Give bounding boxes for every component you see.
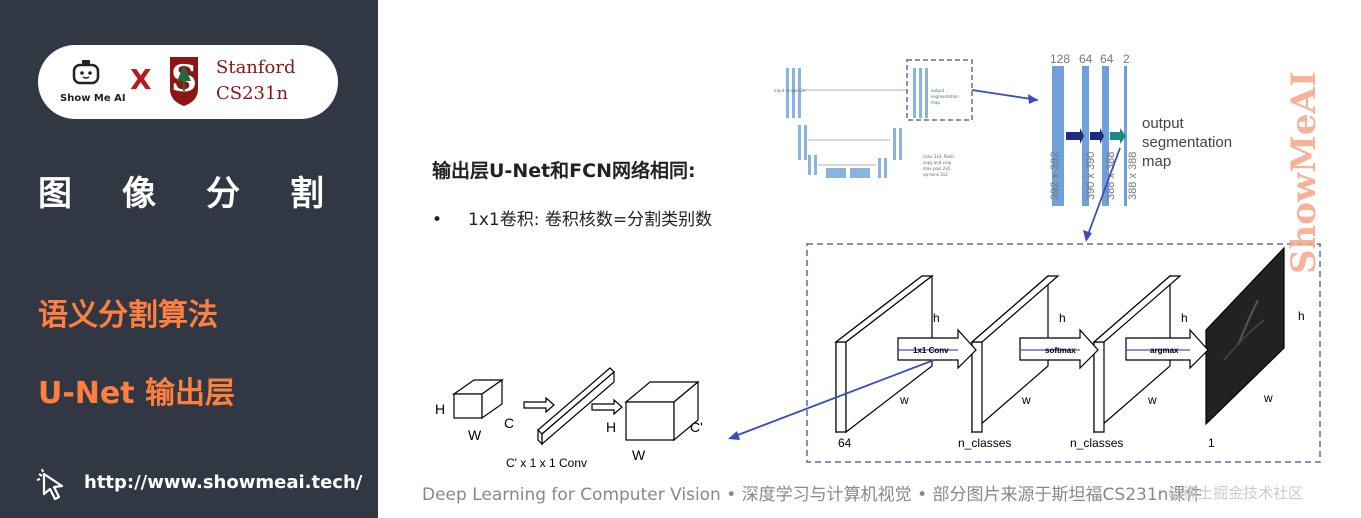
sidebar: Show Me AI X S Stanford CS231n 图像分割 语义分割…	[0, 0, 378, 518]
svg-text:conv 3x3, ReLU: conv 3x3, ReLU	[923, 154, 954, 159]
section-title: 语义分割算法	[38, 298, 218, 333]
kernel-label: C' x 1 x 1 Conv	[506, 456, 587, 470]
h-label-3: h	[1181, 311, 1188, 325]
svg-text:segmentation: segmentation	[931, 94, 959, 99]
channel-label-128: 128	[1050, 52, 1070, 66]
output-H-label: H	[606, 419, 616, 435]
size-label-1: 392 x 392	[1049, 152, 1061, 200]
svg-text:map: map	[931, 100, 940, 105]
svg-text:output: output	[931, 88, 945, 93]
depth-label-64: 64	[838, 436, 852, 450]
logo-card[interactable]: Show Me AI X S Stanford CS231n	[38, 45, 338, 119]
page-title: 图像分割	[38, 174, 374, 214]
stanford-label: Stanford	[216, 57, 296, 78]
output-C-label: C'	[690, 419, 703, 435]
svg-text:up-conv 2x2: up-conv 2x2	[923, 172, 948, 177]
w-label-4: w	[1263, 391, 1273, 405]
cross-mark: X	[130, 63, 152, 96]
conv-illustration	[452, 367, 700, 446]
footer-cn-1: 深度学习与计算机视觉	[741, 485, 912, 505]
w-label-3: w	[1147, 393, 1157, 407]
channel-label-64b: 64	[1100, 52, 1114, 66]
footer-sep-1: •	[726, 485, 737, 505]
stanford-tree-icon: S	[170, 57, 198, 106]
svg-text:input image tile: input image tile	[774, 88, 806, 93]
footer-cn-2: 部分图片来源于斯坦福CS231n课件	[932, 485, 1203, 505]
slide-heading: 输出层U-Net和FCN网络相同:	[432, 160, 696, 182]
showmeai-watermark: ShowMeAI	[1285, 71, 1324, 274]
w-label-2: w	[1021, 393, 1031, 407]
h-label-2: h	[1059, 311, 1066, 325]
softmax-op-label: softmax	[1045, 346, 1076, 355]
channel-label-2: 2	[1123, 52, 1130, 66]
input-C-label: C	[504, 415, 514, 431]
footer-credit: @稀土掘金技术社区	[1168, 484, 1304, 502]
channel-label-64a: 64	[1079, 52, 1093, 66]
depth-label-classes-2: n_classes	[1070, 436, 1123, 450]
unet-output-zoom: 128 64 64 2 392 x 392 390 x 390 388 x 38…	[1049, 52, 1232, 206]
bullet-text: 1x1卷积: 卷积核数=分割类别数	[468, 210, 713, 230]
svg-text:copy and crop: copy and crop	[923, 160, 952, 165]
subsection-title: U-Net 输出层	[38, 376, 236, 411]
svg-text:ShowMeAI: ShowMeAI	[1285, 71, 1324, 274]
h-label-4: h	[1298, 309, 1305, 323]
footer: Deep Learning for Computer Vision • 深度学习…	[422, 480, 1202, 505]
input-H-label: H	[435, 401, 445, 417]
argmax-op-label: argmax	[1150, 346, 1179, 355]
depth-label-classes-1: n_classes	[958, 436, 1011, 450]
output-W-label: W	[632, 447, 646, 463]
website-link[interactable]: http://www.showmeai.tech/	[84, 472, 363, 493]
svg-text:max pool 2x2: max pool 2x2	[923, 166, 951, 171]
size-label-4: 388 x 388	[1127, 152, 1139, 200]
output-label-2: segmentation	[1142, 134, 1232, 151]
input-W-label: W	[468, 427, 482, 443]
showmeai-logo-text: Show Me AI	[60, 93, 126, 104]
output-label-1: output	[1142, 115, 1185, 132]
course-label: CS231n	[216, 83, 289, 104]
footer-en: Deep Learning for Computer Vision	[422, 485, 721, 505]
size-label-2: 390 x 390	[1085, 152, 1097, 200]
slide-canvas: 输出层U-Net和FCN网络相同: • 1x1卷积: 卷积核数=分割类别数 out…	[378, 0, 1361, 518]
robot-icon	[72, 60, 100, 85]
bullet-item: • 1x1卷积: 卷积核数=分割类别数	[432, 205, 712, 230]
cursor-click-icon	[36, 468, 64, 501]
bullet-dot: •	[432, 210, 443, 230]
w-label-1: w	[899, 393, 909, 407]
depth-label-1: 1	[1208, 436, 1215, 450]
output-label-3: map	[1142, 153, 1171, 170]
footer-sep-2: •	[917, 485, 928, 505]
pipeline-box	[806, 243, 1321, 463]
h-label-1: h	[933, 311, 940, 325]
pipeline	[834, 246, 1285, 434]
conv-op-label: 1x1 Conv	[913, 346, 949, 355]
